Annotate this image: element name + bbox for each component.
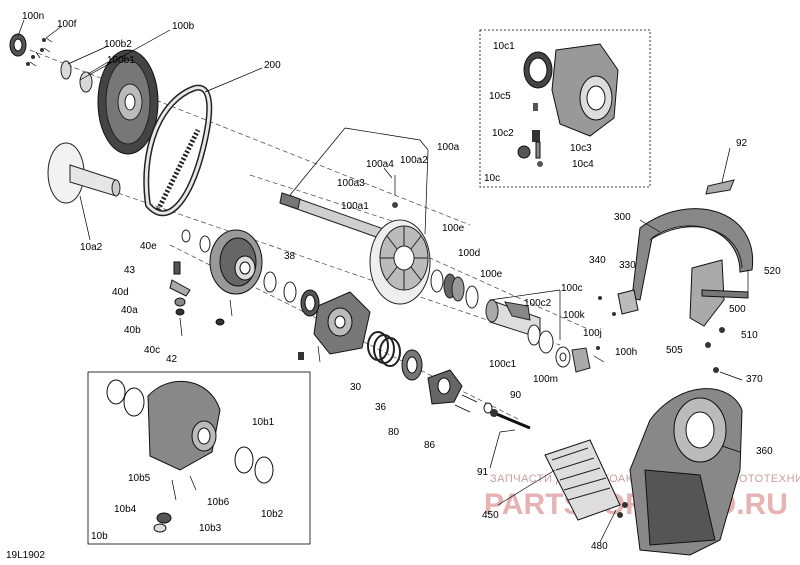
callout-10c: 10c	[484, 173, 500, 184]
callout-520: 520	[764, 266, 781, 277]
callout-10c2: 10c2	[492, 128, 514, 139]
callout-10b2: 10b2	[261, 509, 284, 520]
callout-100f: 100f	[57, 19, 77, 30]
callout-10b4: 10b4	[114, 504, 137, 515]
callout-480: 480	[591, 541, 608, 552]
washers-38	[181, 229, 297, 303]
callout-10c3: 10c3	[570, 143, 592, 154]
callout-100b2: 100b2	[104, 39, 132, 50]
callout-38: 38	[284, 251, 296, 262]
small-parts-near-housing	[298, 345, 321, 363]
callout-100j: 100j	[583, 328, 602, 339]
callout-100e-lower: 100e	[480, 269, 503, 280]
brackets-500-520	[689, 259, 749, 348]
bolts-100f	[26, 37, 53, 67]
cam-housing	[313, 291, 371, 355]
callout-100a: 100a	[437, 142, 460, 153]
callout-100a2: 100a2	[400, 155, 428, 166]
callout-100c2: 100c2	[524, 298, 552, 309]
washer-100b2	[60, 60, 93, 93]
callout-10c1: 10c1	[493, 41, 515, 52]
shaft-100a	[279, 192, 399, 245]
callout-300: 300	[614, 212, 631, 223]
leader-lines	[17, 19, 749, 543]
spoked-sheave-100a	[369, 219, 431, 305]
callout-10b6: 10b6	[207, 497, 230, 508]
callout-10b1: 10b1	[252, 417, 275, 428]
callout-86: 86	[424, 440, 436, 451]
callout-450: 450	[482, 510, 499, 521]
callout-10b3: 10b3	[199, 523, 222, 534]
bolts-86-90	[454, 394, 531, 430]
callout-100m: 100m	[533, 374, 558, 385]
pulley-sheave-100b	[97, 49, 159, 155]
callout-30: 30	[350, 382, 362, 393]
callout-200: 200	[264, 60, 281, 71]
callout-100a4: 100a4	[366, 159, 394, 170]
callout-100h: 100h	[615, 347, 637, 358]
cover-360	[629, 367, 743, 556]
callout-10a2: 10a2	[80, 242, 103, 253]
callout-36: 36	[375, 402, 387, 413]
cam-100c	[485, 299, 554, 354]
inset-box-10b	[87, 371, 311, 545]
bearing-ring	[300, 289, 320, 317]
callout-92: 92	[736, 138, 748, 149]
inset-box-10c	[479, 29, 651, 188]
decal-92	[705, 179, 735, 195]
diagram-id: 19L1902	[6, 550, 45, 561]
callout-100a3: 100a3	[337, 178, 365, 189]
callout-510: 510	[741, 330, 758, 341]
small-parts-100a1-4	[383, 167, 398, 208]
fixed-sheave-10a2	[47, 142, 121, 204]
callout-91: 91	[477, 467, 489, 478]
callout-100b: 100b	[172, 21, 195, 32]
callout-40d: 40d	[112, 287, 129, 298]
clip-330-340	[598, 289, 639, 316]
callout-100b1: 100b1	[107, 55, 135, 66]
callout-100n: 100n	[22, 11, 44, 22]
callout-100a1: 100a1	[341, 201, 369, 212]
callout-80: 80	[388, 427, 400, 438]
callout-40a: 40a	[121, 305, 138, 316]
grille-450	[544, 439, 628, 521]
callout-40c: 40c	[144, 345, 160, 356]
callout-42: 42	[166, 354, 178, 365]
callout-505: 505	[666, 345, 683, 356]
callout-100k: 100k	[563, 310, 586, 321]
inset-10b-parts	[106, 379, 274, 533]
roller-parts-40	[169, 261, 233, 337]
seal-100n	[9, 33, 27, 57]
guard-300	[631, 208, 754, 301]
callout-10c5: 10c5	[489, 91, 511, 102]
callout-100d: 100d	[458, 248, 480, 259]
callout-330: 330	[619, 260, 636, 271]
callout-40b: 40b	[124, 325, 141, 336]
drive-belt-200	[143, 84, 213, 217]
callout-360: 360	[756, 446, 773, 457]
housing-10c	[517, 43, 619, 167]
callout-90: 90	[510, 390, 522, 401]
callout-labels: 100n 100f 100b 100b2 100b1 200 10a2 10c1…	[6, 11, 781, 561]
callout-340: 340	[589, 255, 606, 266]
callout-100c: 100c	[561, 283, 583, 294]
pulley-housing-38	[209, 229, 263, 295]
callout-10b: 10b	[91, 531, 108, 542]
rings-100e-100d	[430, 269, 479, 309]
callout-100c1: 100c1	[489, 359, 517, 370]
callout-500: 500	[729, 304, 746, 315]
callout-43: 43	[124, 265, 136, 276]
flange-80	[427, 369, 463, 405]
parts-100m-100k	[555, 346, 605, 373]
callout-10c4: 10c4	[572, 159, 594, 170]
callout-40e: 40e	[140, 241, 157, 252]
callout-100e-upper: 100e	[442, 223, 465, 234]
callout-10b5: 10b5	[128, 473, 151, 484]
spring-30	[367, 331, 401, 367]
bearing-36	[401, 349, 423, 381]
callout-370: 370	[746, 374, 763, 385]
